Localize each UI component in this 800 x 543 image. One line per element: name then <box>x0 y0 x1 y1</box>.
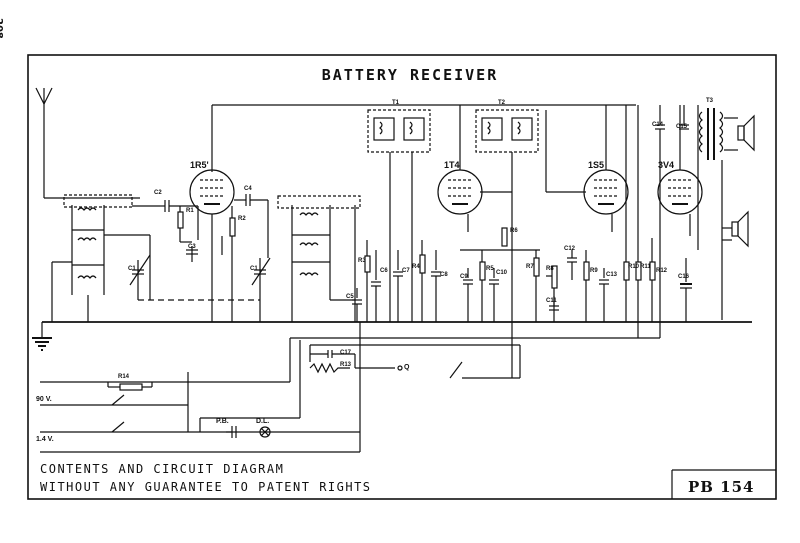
switch-contact-q <box>397 365 403 371</box>
label-r1: R1 <box>186 208 194 214</box>
label-c10: C10 <box>496 270 508 276</box>
resistor-r1 <box>177 211 184 229</box>
label-c8: C8 <box>440 272 448 278</box>
label-r4: R4 <box>412 264 420 270</box>
tube-label-1r5: 1R5' <box>190 160 209 170</box>
antenna-coil-group <box>44 194 160 322</box>
tube-1s5-icon <box>583 105 629 232</box>
label-c4: C4 <box>244 186 252 192</box>
model-code: PB 154 <box>688 478 755 496</box>
label-c11: C11 <box>546 298 557 304</box>
tuning-capacitor-c1-left <box>129 254 260 301</box>
capacitor-c3 <box>180 241 198 262</box>
label-t3: T3 <box>706 98 714 104</box>
capacitor-c9 <box>463 268 473 322</box>
pilot-button-pb <box>226 426 237 438</box>
antenna-icon <box>35 87 53 198</box>
label-r10: R10 <box>628 264 640 270</box>
capacitor-c17 <box>310 350 355 358</box>
resistor-r4 <box>419 254 426 274</box>
label-r6: R6 <box>510 228 518 234</box>
resistor-r5 <box>479 261 486 281</box>
capacitor-c4 <box>234 194 268 206</box>
label-90v: 90 V. <box>36 396 52 403</box>
label-r2: R2 <box>238 216 246 222</box>
footer-line-1: CONTENTS AND CIRCUIT DIAGRAM <box>40 462 285 476</box>
label-r13: R13 <box>340 362 352 368</box>
label-r3: R3 <box>358 258 366 264</box>
capacitor-c14 <box>655 105 665 338</box>
label-c13: C13 <box>606 272 618 278</box>
label-c1-right: C1 <box>250 266 258 272</box>
label-c1-left: C1 <box>128 266 136 272</box>
label-c17: C17 <box>340 350 352 356</box>
resistor-r9 <box>583 261 590 281</box>
label-c5: C5 <box>346 294 354 300</box>
speaker-icon-2 <box>722 210 749 248</box>
label-c6: C6 <box>380 268 388 274</box>
capacitor-c15 <box>679 105 689 130</box>
label-dl: D.L. <box>256 418 270 425</box>
capacitor-c7 <box>393 250 403 322</box>
capacitor-c12 <box>567 250 577 280</box>
label-r14: R14 <box>118 374 130 380</box>
footer-line-2: WITHOUT ANY GUARANTEE TO PATENT RIGHTS <box>40 480 372 494</box>
ground-icon <box>32 322 52 351</box>
speaker-icon <box>737 114 755 152</box>
frame <box>27 54 777 500</box>
label-r5: R5 <box>486 266 494 272</box>
label-1v4: 1.4 V. <box>36 436 54 443</box>
label-t2: T2 <box>498 100 506 106</box>
tube-1t4-icon <box>437 105 512 232</box>
tube-label-1t4: 1T4 <box>444 160 460 170</box>
resistor-r2 <box>229 217 236 237</box>
label-c12: C12 <box>564 246 576 252</box>
label-c7: C7 <box>402 268 410 274</box>
label-r7: R7 <box>526 264 534 270</box>
label-c9: C9 <box>460 274 468 280</box>
label-pb: P.B. <box>216 418 229 425</box>
label-c14: C14 <box>652 122 664 128</box>
capacitor-c16 <box>680 258 692 322</box>
switch-90v <box>111 394 125 406</box>
if-transformer-t1 <box>367 109 431 322</box>
tube-1r5-icon <box>189 169 235 322</box>
diagram-title: BATTERY RECEIVER <box>321 66 499 84</box>
dial-lamp-icon <box>259 426 271 438</box>
if-transformer-t2 <box>475 109 586 378</box>
label-t1: T1 <box>392 100 400 106</box>
capacitor-c13 <box>599 268 609 322</box>
resistor-r14 <box>119 383 143 391</box>
label-c15: C15 <box>676 124 688 130</box>
label-r11: R11 <box>640 264 651 270</box>
tube-3v4-icon <box>657 105 703 236</box>
label-c16: C16 <box>678 274 690 280</box>
tuning-capacitor-c1-right <box>251 200 271 322</box>
capacitor-c5 <box>352 288 362 322</box>
resistor-r13 <box>309 362 350 374</box>
label-q: Q <box>404 364 410 371</box>
label-r12: R12 <box>656 268 668 274</box>
tube-label-3v4: 3V4 <box>658 160 675 170</box>
capacitor-c11 <box>549 296 559 311</box>
capacitor-c8 <box>431 250 441 322</box>
switch-1v4 <box>111 421 125 433</box>
label-c3: C3 <box>188 244 196 250</box>
resistor-r7 <box>533 257 540 277</box>
capacitor-c6 <box>371 250 381 322</box>
resistor-r6 <box>501 227 508 247</box>
tube-label-1s5: 1S5 <box>588 160 605 170</box>
output-transformer-t3 <box>697 105 738 320</box>
oscillator-coil-group <box>277 195 361 322</box>
capacitor-c10 <box>489 268 499 322</box>
label-c2: C2 <box>154 190 162 196</box>
label-r9: R9 <box>590 268 598 274</box>
capacitor-c2 <box>160 200 198 212</box>
label-r8: R8 <box>546 266 554 272</box>
